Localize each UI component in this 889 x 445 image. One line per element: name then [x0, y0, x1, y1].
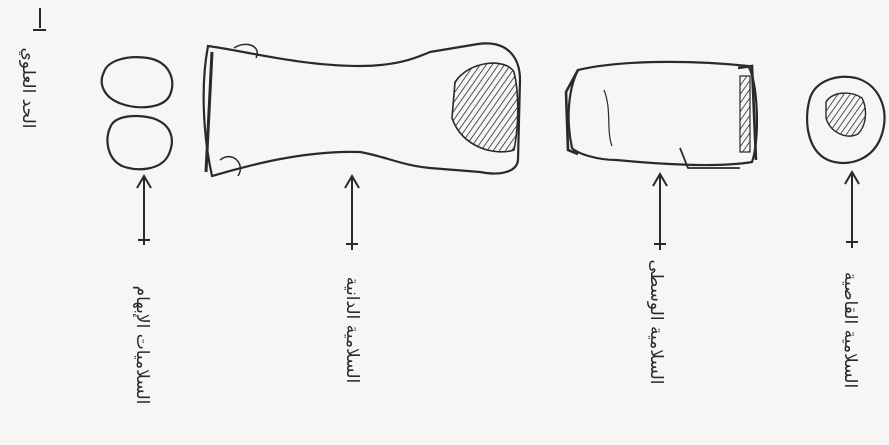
- sesamoids-label: السلاميات الإبهام: [132, 286, 152, 405]
- sesamoid-bones: [102, 57, 172, 169]
- middle-articular-shading: [740, 76, 750, 152]
- arrow-proximal: [345, 176, 359, 250]
- sesamoid-lower: [107, 116, 171, 169]
- proximal-phalanx: [204, 43, 520, 176]
- pointer-arrows: [137, 172, 859, 250]
- middle-phalanx: [566, 62, 757, 168]
- proximal-articular-surface: [452, 63, 518, 152]
- side-title-label: الحد العلوي: [18, 47, 38, 128]
- arrow-middle: [653, 174, 667, 250]
- sesamoid-upper: [102, 57, 172, 107]
- distal-phalanx-label: السلامية القاصية: [840, 272, 860, 388]
- middle-phalanx-label: السلامية الوسطى: [646, 259, 666, 384]
- arrow-sesamoids: [137, 176, 151, 245]
- distal-phalanx: [807, 77, 884, 163]
- arrow-distal: [845, 172, 859, 248]
- proximal-phalanx-label: السلامية الدانية: [342, 277, 362, 384]
- top-edge-mark: [33, 8, 46, 30]
